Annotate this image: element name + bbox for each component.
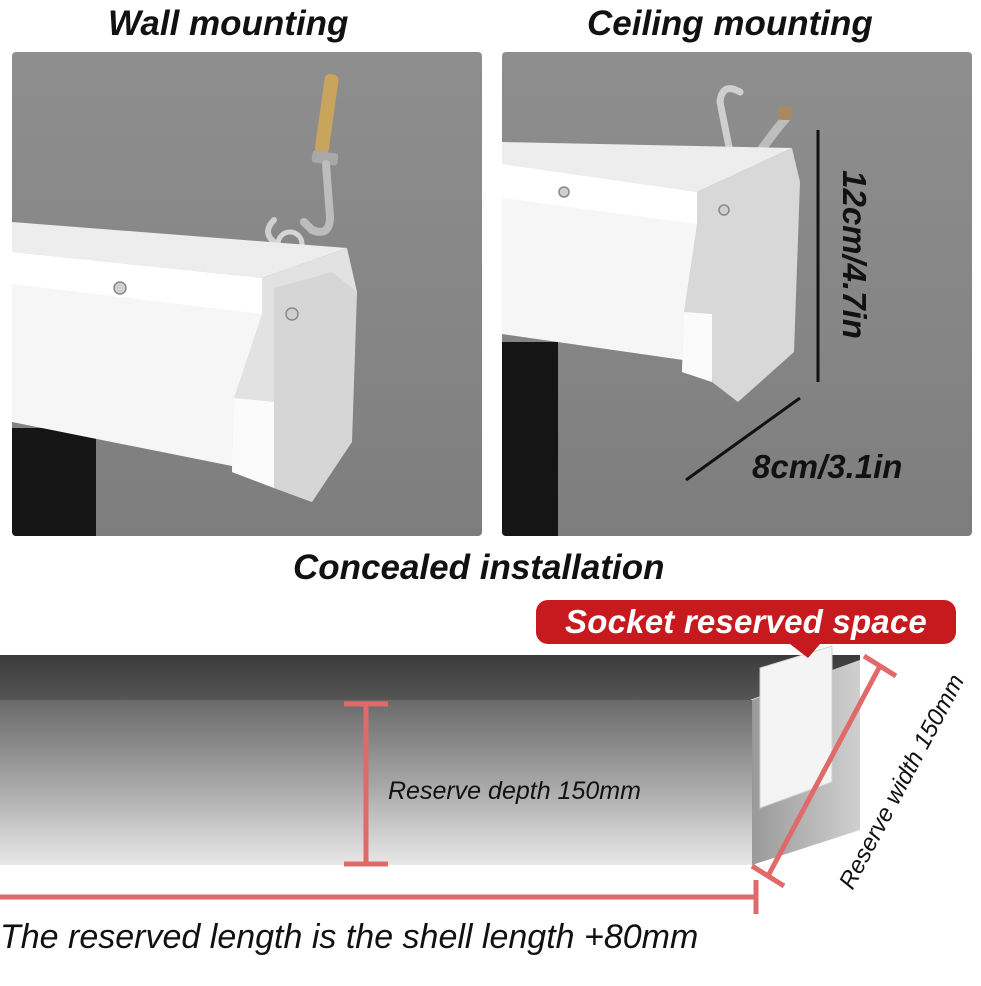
wall-bolt-icon bbox=[300, 74, 339, 236]
reserve-depth-label: Reserve depth 150mm bbox=[388, 777, 641, 805]
wall-mounting-photo bbox=[12, 52, 482, 536]
screw-icon bbox=[285, 307, 299, 321]
wall-mounting-heading: Wall mounting bbox=[108, 4, 349, 43]
concealed-installation-heading: Concealed installation bbox=[293, 548, 665, 587]
depth-dimension-label: 8cm/3.1in bbox=[752, 448, 903, 485]
screw-icon bbox=[558, 186, 570, 198]
socket-reserved-space-badge: Socket reserved space bbox=[536, 600, 956, 644]
screw-icon bbox=[113, 281, 127, 295]
ceiling-mounting-heading: Ceiling mounting bbox=[587, 4, 873, 43]
height-dimension-label: 12cm/4.7in bbox=[835, 170, 873, 339]
reserved-length-label: The reserved length is the shell length … bbox=[0, 918, 699, 956]
concealed-installation-illustration bbox=[0, 437, 981, 981]
ceiling-mounting-photo bbox=[502, 52, 972, 536]
screw-icon bbox=[718, 204, 730, 216]
